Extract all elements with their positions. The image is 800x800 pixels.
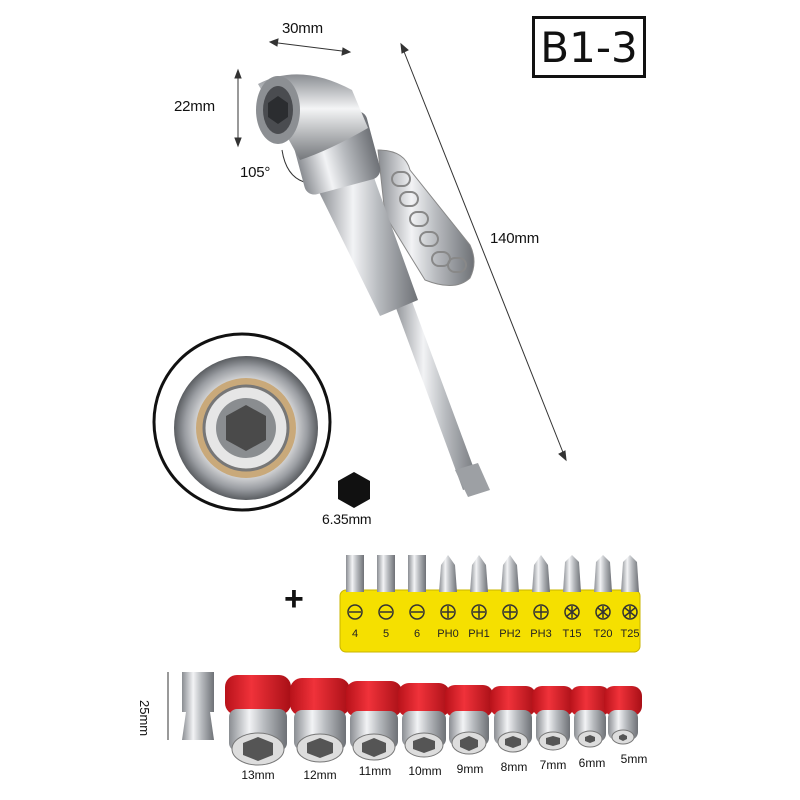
socket-label: 11mm: [358, 764, 392, 778]
length-dimension-label: 140mm: [490, 230, 540, 247]
bit-label: PH2: [499, 628, 521, 640]
hex-size-label: 6.35mm: [322, 511, 372, 527]
plus-sign: +: [284, 580, 304, 618]
bit-label: T15: [562, 628, 582, 640]
bit-label: T25: [620, 628, 640, 640]
socket-set: [225, 675, 642, 766]
product-code-badge: B1-3: [532, 16, 646, 78]
dimension-lines: [234, 38, 567, 462]
socket-adapter: [167, 672, 214, 740]
bit-label: 4: [351, 628, 359, 640]
bit-label: PH3: [530, 628, 552, 640]
socket-label: 6mm: [578, 756, 606, 770]
socket-label: 9mm: [456, 762, 484, 776]
width-dimension-label: 30mm: [282, 20, 323, 37]
angle-label: 105°: [240, 164, 271, 181]
socket-label: 13mm: [241, 768, 275, 782]
bit-label: T20: [593, 628, 613, 640]
bit-label: PH0: [437, 628, 459, 640]
bit-label: 5: [382, 628, 390, 640]
bit-label: PH1: [468, 628, 490, 640]
hex-icon: [338, 472, 370, 508]
socket-label: 8mm: [500, 760, 528, 774]
socket-label: 7mm: [539, 758, 567, 772]
bit-label: 6: [413, 628, 421, 640]
chuck-closeup: [152, 332, 332, 512]
bit-set: [339, 555, 641, 653]
socket-label: 10mm: [408, 764, 442, 778]
socket-label: 12mm: [303, 768, 337, 782]
socket-label: 5mm: [620, 752, 648, 766]
height-dimension-label: 22mm: [174, 98, 215, 115]
right-angle-adapter: [256, 74, 490, 497]
